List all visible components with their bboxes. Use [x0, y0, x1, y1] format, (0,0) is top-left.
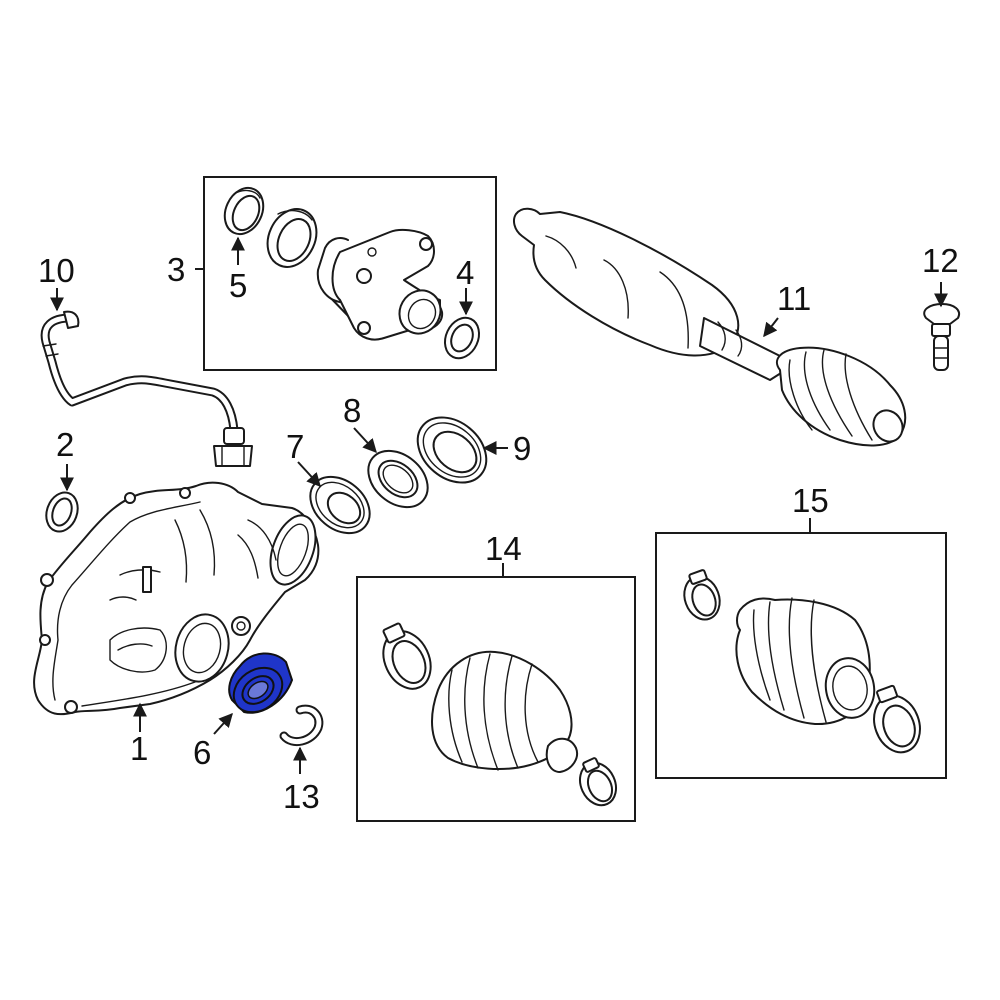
callout-10: 10 — [38, 252, 75, 289]
callout-12: 12 — [922, 242, 959, 279]
callout-8: 8 — [343, 392, 361, 429]
differential-housing-part-1[interactable] — [33, 481, 324, 716]
callout-5: 5 — [229, 267, 247, 304]
group-box-3 — [203, 176, 497, 371]
callout-7: 7 — [286, 428, 304, 465]
oil-seal-part-6[interactable] — [225, 652, 294, 721]
o-ring-part-2[interactable] — [41, 488, 83, 536]
boot-clamp-small-group-15 — [683, 569, 721, 621]
vent-hose-part-10[interactable] — [40, 310, 253, 467]
callout-4: 4 — [456, 254, 474, 291]
callout-1: 1 — [130, 730, 148, 767]
cv-boot-group-15 — [735, 597, 876, 726]
callout-6: 6 — [193, 734, 211, 771]
boot-clamp-small-group-14 — [579, 757, 617, 807]
callout-9: 9 — [513, 430, 531, 467]
cv-boot-group-14 — [431, 650, 578, 773]
group-box-15 — [655, 532, 947, 779]
callout-15: 15 — [792, 482, 829, 519]
o-ring-part-4[interactable] — [439, 312, 486, 364]
leader-lines — [50, 236, 948, 774]
boot-clamp-large-group-14 — [382, 622, 432, 690]
axle-shaft-part-11[interactable] — [513, 207, 908, 447]
snap-ring-part-13[interactable] — [279, 704, 324, 747]
callout-3: 3 — [167, 251, 185, 288]
seal-part-5[interactable] — [218, 182, 271, 241]
bearing-group-3 — [266, 208, 318, 268]
callout-13: 13 — [283, 778, 320, 815]
callout-14: 14 — [485, 530, 522, 567]
group-box-14 — [356, 576, 636, 822]
flange-group-3 — [316, 228, 444, 341]
bearing-race-part-8[interactable] — [357, 439, 438, 518]
callout-2: 2 — [56, 426, 74, 463]
boot-clamp-large-group-15 — [873, 684, 921, 754]
seal-part-9[interactable] — [405, 404, 499, 496]
bearing-part-7[interactable] — [299, 465, 380, 544]
callout-11: 11 — [777, 280, 811, 317]
clip-part-12[interactable] — [923, 303, 960, 371]
